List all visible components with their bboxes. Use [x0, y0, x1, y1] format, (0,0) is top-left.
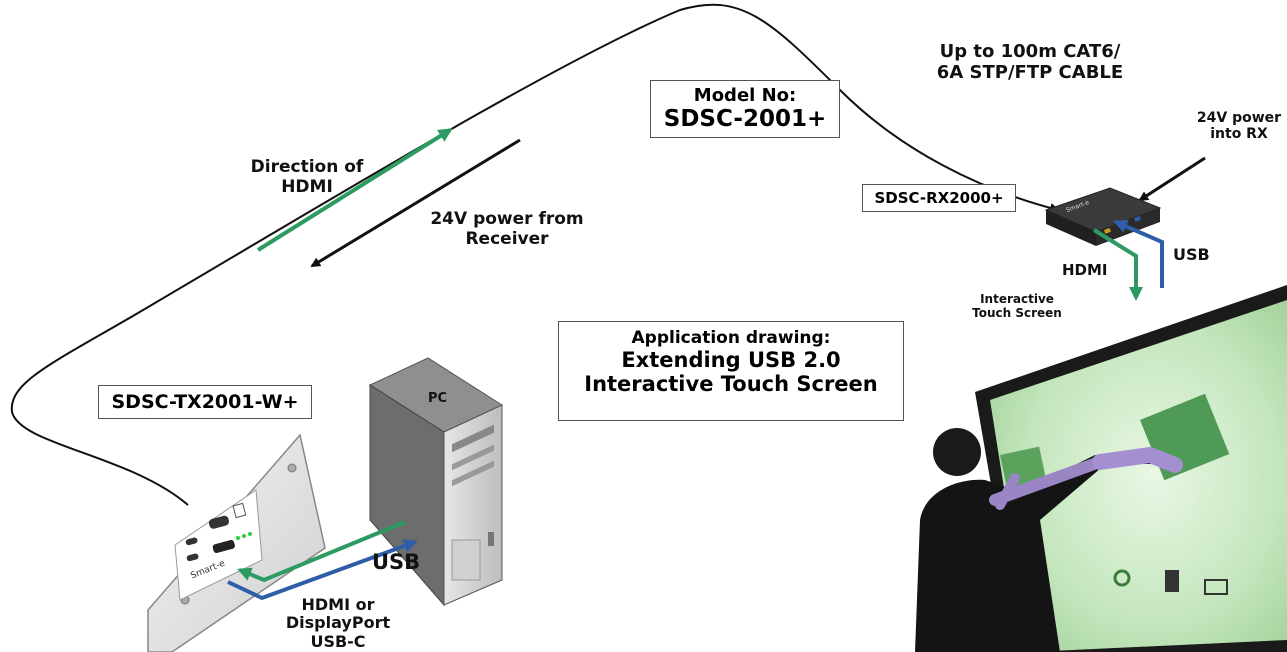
touch-screen-line2: Touch Screen	[972, 305, 1062, 320]
transmitter-wall-plate	[147, 433, 326, 652]
cable-label: Up to 100m CAT6/ 6A STP/FTP CABLE	[905, 41, 1155, 83]
receiver-model-label: SDSC-RX2000+	[874, 189, 1004, 207]
video-source-label: HDMI or DisplayPort USB-C	[268, 595, 408, 651]
rx-hdmi-arrow	[1092, 228, 1143, 301]
model-number-value: SDSC-2001+	[663, 106, 827, 132]
touch-screen-label: Interactive Touch Screen	[962, 292, 1072, 321]
direction-hdmi-label: Direction of HDMI	[232, 157, 382, 197]
power-into-rx-line2: into RX	[1210, 126, 1268, 143]
cable-label-line2: 6A STP/FTP CABLE	[936, 61, 1124, 83]
receiver-model-box: SDSC-RX2000+	[862, 184, 1016, 212]
rx-usb-label: USB	[1173, 245, 1210, 264]
direction-hdmi-line2: HDMI	[281, 176, 333, 197]
rx-hdmi-label: HDMI	[1062, 261, 1108, 279]
pc-hdmi-arrow	[237, 520, 406, 583]
video-source-line3: USB-C	[310, 631, 366, 651]
power-from-receiver-label: 24V power from Receiver	[412, 209, 602, 249]
transmitter-model-label: SDSC-TX2001-W+	[111, 391, 299, 413]
transmitter-model-box: SDSC-TX2001-W+	[98, 385, 312, 419]
power-from-receiver-line2: Receiver	[465, 228, 549, 249]
cat6-cable	[10, 3, 1060, 506]
power-into-rx-line1: 24V power	[1196, 110, 1282, 126]
power-from-receiver-line1: 24V power from	[430, 209, 584, 229]
cable-label-line1: Up to 100m CAT6/	[939, 41, 1121, 62]
application-title-line2: Extending USB 2.0	[621, 348, 841, 372]
touch-screen	[975, 285, 1287, 652]
video-source-line2: DisplayPort	[285, 613, 391, 633]
model-number-box: Model No: SDSC-2001+	[650, 80, 840, 138]
application-title-box: Application drawing: Extending USB 2.0 I…	[558, 321, 904, 421]
direction-hdmi-line1: Direction of	[250, 157, 364, 177]
model-number-label: Model No:	[693, 85, 797, 106]
touch-screen-line1: Interactive	[980, 292, 1054, 306]
hdmi-direction-arrow	[256, 128, 453, 252]
power-into-rx-label: 24V power into RX	[1192, 110, 1286, 142]
application-title-line1: Application drawing:	[631, 328, 831, 348]
pc-usb-arrow	[227, 539, 418, 601]
power-direction-arrow	[310, 138, 521, 268]
pc-usb-label: USB	[372, 550, 421, 574]
video-source-line1: HDMI or	[301, 595, 375, 614]
power-into-rx-arrow	[1138, 156, 1206, 202]
person-silhouette	[915, 428, 1183, 652]
pc-label: PC	[428, 391, 448, 406]
application-title-line3: Interactive Touch Screen	[584, 372, 878, 396]
rx-usb-arrow	[1113, 219, 1164, 288]
pc-tower	[368, 357, 504, 607]
